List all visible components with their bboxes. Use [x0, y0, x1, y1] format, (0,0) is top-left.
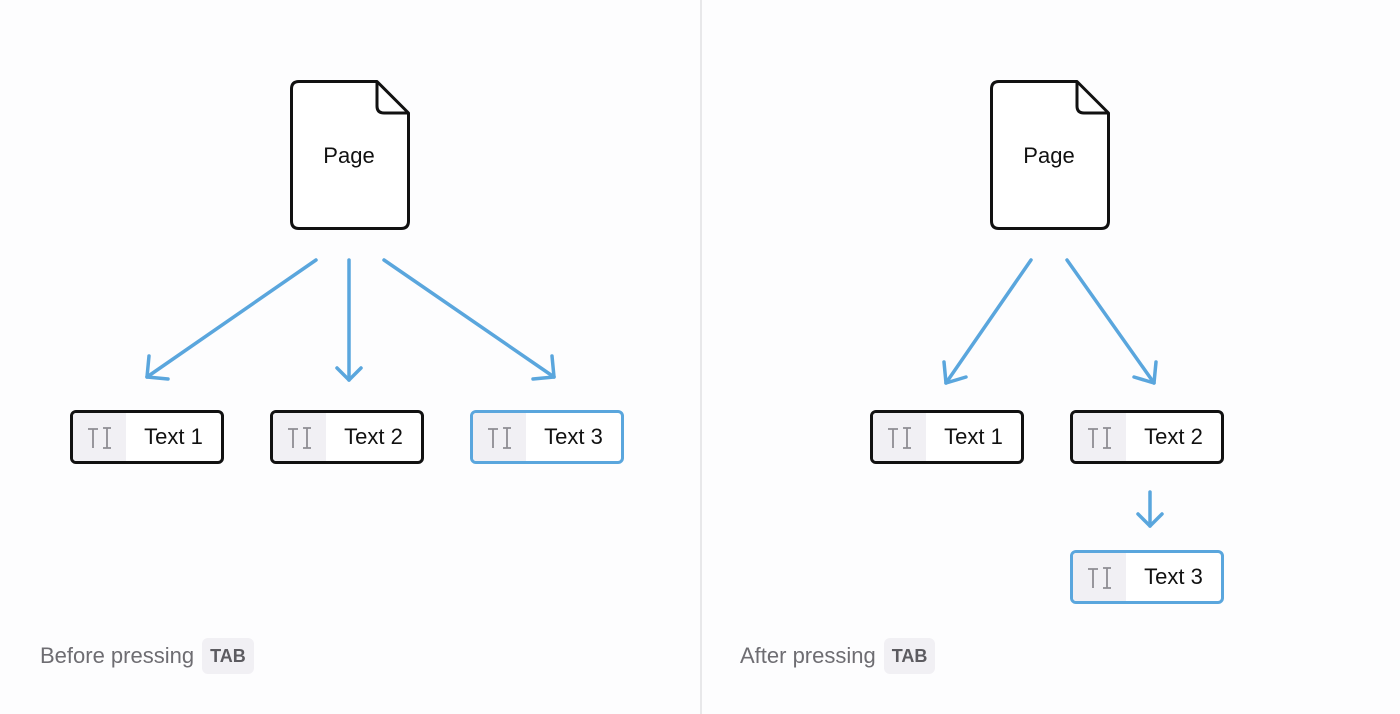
text-block-1[interactable]: Text 1 [70, 410, 224, 464]
text-block-handle[interactable] [473, 413, 526, 461]
text-cursor-icon [288, 427, 311, 449]
after-panel: Page Text 1 Text 2 Text 3 After pressing… [700, 0, 1400, 714]
page-label: Page [323, 143, 375, 168]
text-block-handle[interactable] [1073, 413, 1126, 461]
arrow-to-text-1 [145, 258, 318, 381]
text-cursor-icon [888, 427, 911, 449]
text-block-label: Text 2 [344, 424, 403, 449]
text-cursor-icon [88, 427, 111, 449]
text-block-label: Text 1 [144, 424, 203, 449]
text-block-handle[interactable] [873, 413, 926, 461]
text-block-handle[interactable] [73, 413, 126, 461]
text-cursor-icon [1088, 567, 1111, 589]
arrow-to-text-2 [335, 258, 363, 382]
tab-key-badge: TAB [883, 638, 936, 674]
text-cursor-icon [1088, 427, 1111, 449]
text-block-label: Text 3 [544, 424, 603, 449]
page-node[interactable]: Page [290, 80, 411, 231]
before-arrows [145, 258, 556, 382]
arrow-to-text-3 [1136, 490, 1164, 528]
text-block-label: Text 3 [1144, 564, 1203, 589]
after-arrows [942, 258, 1164, 528]
page-icon [290, 80, 410, 230]
after-caption: After pressing TAB [740, 638, 936, 674]
text-block-2[interactable]: Text 2 [1070, 410, 1224, 464]
arrow-to-text-3 [382, 258, 556, 381]
text-block-1[interactable]: Text 1 [870, 410, 1024, 464]
text-cursor-icon [488, 427, 511, 449]
text-block-handle[interactable] [273, 413, 326, 461]
text-block-3-selected[interactable]: Text 3 [1070, 550, 1224, 604]
page-node[interactable]: Page [990, 80, 1111, 231]
caption-text: After pressing [740, 643, 876, 668]
text-block-3-selected[interactable]: Text 3 [470, 410, 624, 464]
text-block-handle[interactable] [1073, 553, 1126, 601]
text-block-label: Text 1 [944, 424, 1003, 449]
tab-key-badge: TAB [202, 638, 254, 674]
before-caption: Before pressing TAB [40, 638, 254, 674]
arrow-to-text-2 [1065, 258, 1158, 385]
arrow-to-text-1 [942, 258, 1033, 385]
page-label: Page [1023, 143, 1075, 168]
panel-divider [700, 0, 702, 714]
before-panel: Page Text 1 Text 2 Text 3 Before pressin… [40, 80, 624, 674]
text-block-2[interactable]: Text 2 [270, 410, 424, 464]
caption-text: Before pressing [40, 643, 195, 668]
page-icon [990, 80, 1110, 230]
text-block-label: Text 2 [1144, 424, 1203, 449]
